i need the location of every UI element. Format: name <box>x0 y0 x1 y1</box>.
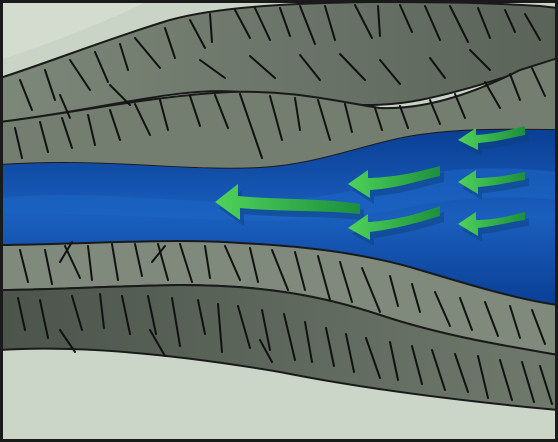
river-diagram-svg <box>0 0 558 442</box>
river-diagram <box>0 0 558 442</box>
